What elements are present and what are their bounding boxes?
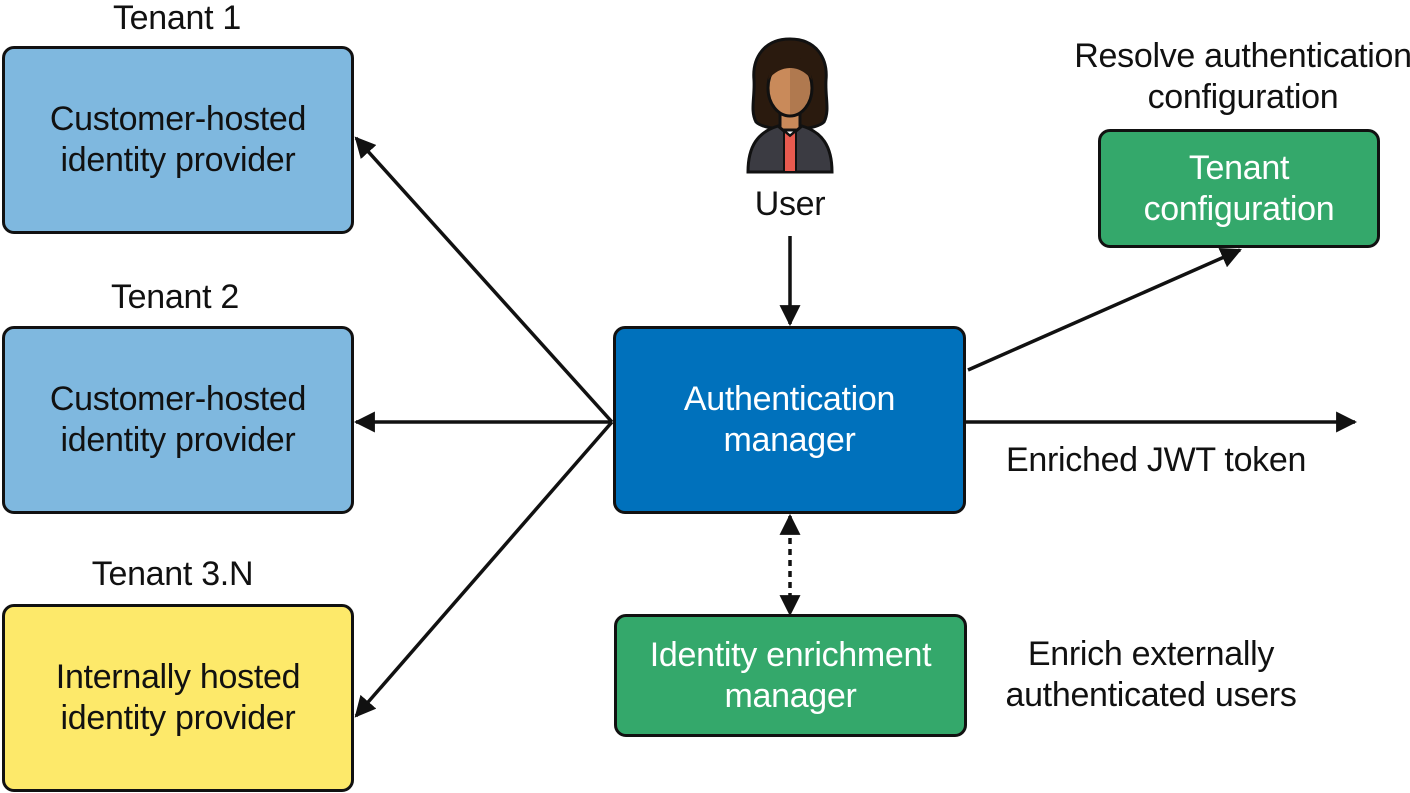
enriched-jwt-token-label: Enriched JWT token: [1006, 441, 1307, 479]
tenant-2-label: Tenant 2: [110, 278, 240, 316]
identity-enrichment-caption: Enrich externally authenticated users: [1005, 635, 1297, 714]
tenant-configuration: Tenant configuration: [1098, 129, 1380, 248]
tenant-configuration-caption: Resolve authentication configuration: [1074, 37, 1410, 116]
tenant-2-provider-label: Customer-hosted identity provider: [49, 380, 307, 459]
authentication-manager: Authentication manager: [613, 326, 966, 514]
tenant-configuration-label: Tenant configuration: [1143, 148, 1335, 228]
tenant-1-provider-label: Customer-hosted identity provider: [49, 100, 307, 179]
person-icon: [746, 37, 834, 174]
user-label: User: [754, 185, 826, 223]
tenant-3-label: Tenant 3.N: [91, 555, 254, 593]
tenant-2-identity-provider: Customer-hosted identity provider: [2, 326, 354, 514]
authentication-manager-label: Authentication manager: [683, 380, 896, 459]
arrow-to-tenant-1: [354, 136, 614, 424]
tenant-1-identity-provider: Customer-hosted identity provider: [2, 46, 354, 234]
identity-enrichment-manager-label: Identity enrichment manager: [649, 635, 932, 715]
arrow-to-tenant-configuration: [967, 248, 1242, 372]
tenant-3-identity-provider: Internally hosted identity provider: [2, 604, 354, 792]
arrow-to-tenant-3: [354, 420, 614, 718]
tenant-1-label: Tenant 1: [112, 0, 242, 37]
tenant-3-provider-label: Internally hosted identity provider: [55, 658, 301, 737]
identity-enrichment-manager: Identity enrichment manager: [614, 614, 967, 737]
